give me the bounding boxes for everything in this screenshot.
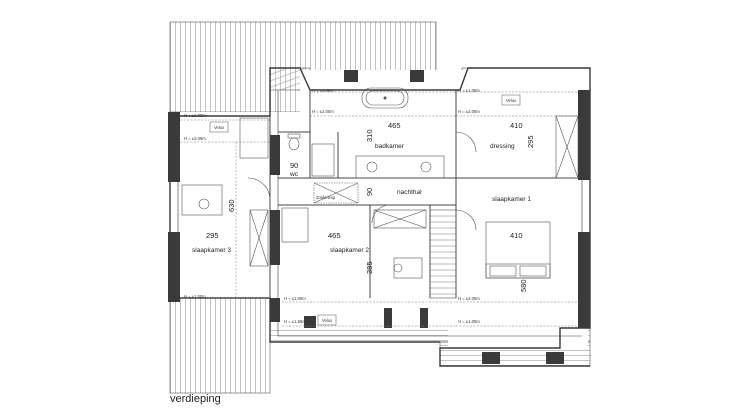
height-lines	[180, 91, 578, 327]
note-h200-room2: H = ±2.00m	[284, 296, 306, 301]
sink-right	[420, 161, 432, 173]
height-notes: H = ±1.00m H = ±2.00m H = ±1.00m H = ±2.…	[184, 88, 517, 324]
note-h200-bath: H = ±2.00m	[312, 109, 334, 114]
dim-410-top: 410	[510, 121, 523, 130]
note-h100-room1: H = ±1.00m	[458, 319, 480, 324]
dimension-labels: 465 410 310 295 90 90 630 295 465 410 38…	[206, 121, 535, 292]
dim-90-wc: 90	[290, 161, 298, 170]
label-zoldertrap: Zoldertrap	[316, 195, 336, 200]
note-velux-dress: Velux	[506, 98, 517, 103]
dim-385: 385	[365, 261, 374, 274]
note-h100-room3: H = ±1.00m	[184, 113, 206, 118]
label-wc: wc	[289, 171, 299, 178]
room-labels: badkamer dressing wc nachthal slaapkamer…	[192, 143, 531, 254]
staircase	[429, 209, 457, 299]
note-h100-dress: H = ±1.00m	[458, 88, 480, 93]
dim-630: 630	[227, 199, 236, 212]
plan-caption: verdieping	[170, 393, 221, 405]
fixtures	[181, 87, 579, 299]
note-h200-room3: H = ±2.00m	[184, 136, 206, 141]
note-h155-room2: H = ±1.55m	[284, 319, 306, 324]
dim-580: 580	[519, 279, 528, 292]
dim-465-mid: 465	[328, 231, 341, 240]
label-badkamer: badkamer	[375, 143, 405, 150]
note-h100-room3-bottom: H = ±1.00m	[184, 294, 206, 299]
sink-left	[366, 161, 378, 173]
label-dressing: dressing	[490, 143, 515, 150]
dim-295-left: 295	[206, 231, 219, 240]
wall-blocks	[168, 70, 590, 364]
dim-410-mid: 410	[510, 231, 523, 240]
dim-310: 310	[365, 129, 374, 142]
label-slaapkamer-3: slaapkamer 3	[192, 247, 231, 254]
dim-295-dressing: 295	[526, 135, 535, 148]
bathtub	[361, 87, 409, 109]
label-slaapkamer-1: slaapkamer 1	[492, 196, 531, 203]
label-slaapkamer-2: slaapkamer 2	[330, 247, 369, 254]
label-nachthal: nachthal	[397, 189, 422, 196]
note-h200-dress: H = ±2.00m	[458, 109, 480, 114]
velux-windows	[209, 94, 521, 326]
dim-90-hall: 90	[365, 188, 374, 196]
dim-465-top: 465	[388, 121, 401, 130]
note-velux-room3: Velux	[214, 125, 225, 130]
note-h100-bath: H = ±1.00m	[312, 88, 334, 93]
note-h200-room1: H = ±2.00m	[458, 296, 480, 301]
note-velux-room2: Velux	[322, 318, 333, 323]
